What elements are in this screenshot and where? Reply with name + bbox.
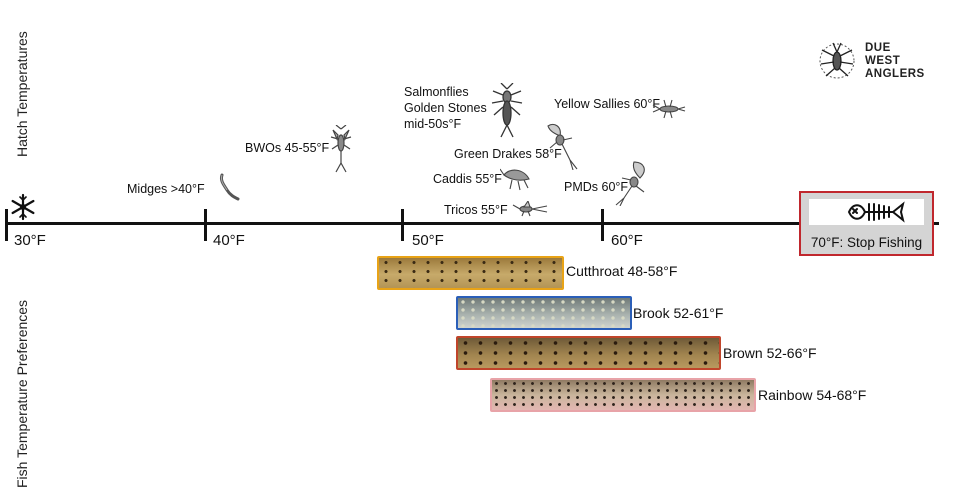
tick-40: [204, 209, 207, 241]
tick-60: [601, 209, 604, 241]
cutthroat-bar: [377, 256, 564, 290]
hatch-green-drakes: Green Drakes 58°F: [454, 147, 562, 161]
trico-icon: [512, 201, 548, 217]
hatch-temperatures-label: Hatch Temperatures: [14, 31, 30, 157]
stonefly-icon: [491, 83, 523, 138]
logo-line2: WEST: [865, 55, 901, 67]
tick-label-40: 40°F: [213, 232, 245, 249]
tick-label-60: 60°F: [611, 232, 643, 249]
hatch-bwos: BWOs 45-55°F: [245, 141, 330, 155]
cutthroat-label: Cutthroat 48-58°F: [566, 263, 678, 279]
stop-fishing-box: 70°F: Stop Fishing: [799, 191, 934, 256]
stop-fishing-label: 70°F: Stop Fishing: [810, 235, 923, 250]
snowflake-icon: [11, 193, 35, 221]
hatch-salmonflies-line2: Golden Stones: [404, 101, 487, 115]
hatch-pmds: PMDs 60°F: [564, 180, 629, 194]
logo-line3: ANGLERS: [865, 68, 925, 80]
brown-label: Brown 52-66°F: [723, 345, 817, 361]
fish-preferences-label: Fish Temperature Preferences: [14, 299, 30, 488]
rainbow-bar: [490, 378, 756, 412]
midge-icon: [220, 173, 240, 201]
green-drake-icon: [547, 123, 578, 170]
hatch-salmonflies-line3: mid-50s°F: [404, 117, 462, 131]
tick-label-30: 30°F: [14, 232, 46, 249]
logo-bug-icon: [819, 42, 855, 79]
hatch-midges: Midges >40°F: [127, 182, 205, 196]
brown-bar: [456, 336, 721, 370]
pmd-icon: [615, 161, 645, 206]
brook-label: Brook 52-61°F: [633, 305, 724, 321]
bwo-icon: [330, 125, 352, 173]
yellow-sally-icon: [652, 99, 686, 119]
rainbow-label: Rainbow 54-68°F: [758, 387, 867, 403]
caddis-icon: [500, 168, 530, 191]
stop-fishing-icon-panel: [809, 199, 924, 225]
hatch-yellow-sallies: Yellow Sallies 60°F: [554, 97, 660, 111]
brook-bar: [456, 296, 632, 330]
hatch-salmonflies-line1: Salmonflies: [404, 85, 469, 99]
hatch-tricos: Tricos 55°F: [444, 203, 508, 217]
fish-skeleton-icon: [847, 201, 905, 223]
logo-line1: DUE: [865, 42, 891, 54]
hatch-caddis: Caddis 55°F: [433, 172, 502, 186]
tick-30: [5, 209, 8, 241]
temperature-axis: [6, 222, 939, 225]
logo-text: DUE WEST ANGLERS: [865, 42, 925, 81]
tick-label-50: 50°F: [412, 232, 444, 249]
tick-50: [401, 209, 404, 241]
hatch-salmonflies: Salmonflies Golden Stones mid-50s°F: [404, 84, 487, 132]
